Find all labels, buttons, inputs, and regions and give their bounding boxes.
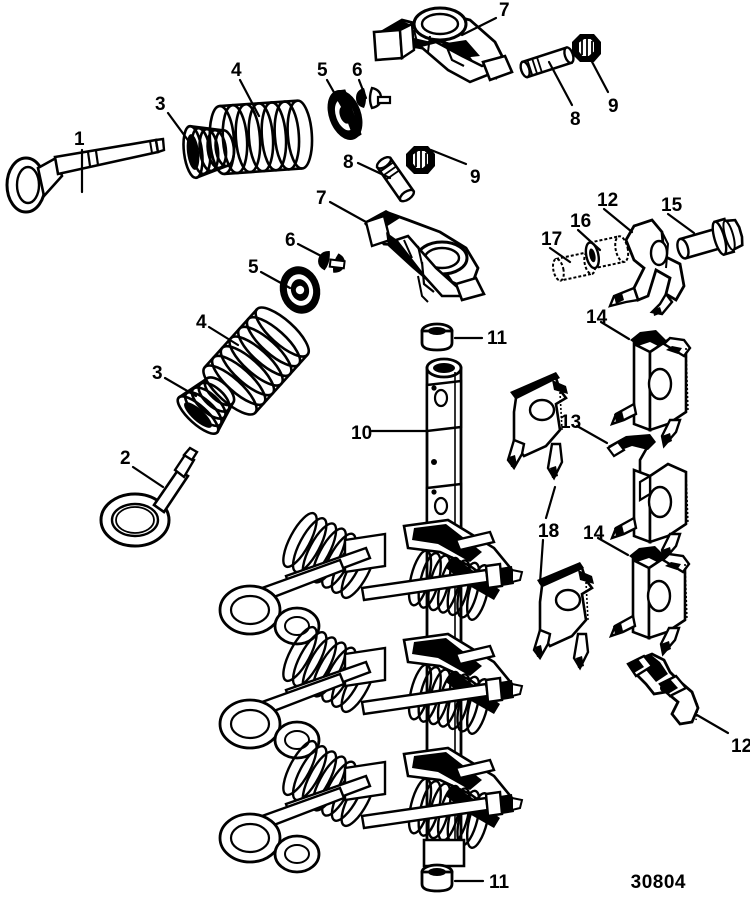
part-11-shaft-plug-upper — [420, 322, 454, 352]
leader-line-4 — [207, 325, 240, 347]
callout-number-7: 7 — [499, 0, 510, 21]
callout-number-16: 16 — [570, 211, 592, 232]
part-11-shaft-plug-lower — [420, 863, 454, 893]
leader-line-16 — [576, 228, 602, 252]
leader-line-18 — [544, 485, 557, 520]
leader-line-14 — [596, 536, 630, 557]
leader-line-12 — [695, 713, 730, 735]
callout-number-4: 4 — [196, 312, 207, 333]
callout-number-12: 12 — [731, 736, 750, 757]
callout-number-9: 9 — [608, 96, 619, 117]
leader-line-18 — [538, 538, 545, 585]
callout-number-6: 6 — [285, 230, 296, 251]
leader-line-15 — [666, 212, 696, 235]
part-13-spring-clip-center — [606, 434, 689, 563]
leader-line-13 — [575, 424, 609, 445]
part-8-adjusting-screw-upper — [519, 45, 575, 79]
valve-stack-3 — [218, 739, 524, 874]
part-9-lock-nut-lower — [406, 146, 435, 174]
callout-number-17: 17 — [541, 229, 563, 250]
valve-stack-2 — [218, 625, 524, 760]
callout-number-5: 5 — [248, 257, 259, 278]
part-5-retainer-upper — [327, 89, 363, 141]
part-16-bushing-outer — [584, 235, 630, 270]
callout-number-4: 4 — [231, 60, 242, 81]
leader-line-5 — [325, 78, 346, 112]
leader-line-5 — [259, 270, 292, 290]
callout-number-18: 18 — [538, 521, 560, 542]
callout-number-18: 18 — [538, 521, 560, 542]
callout-number-6: 6 — [352, 60, 363, 81]
leader-line-6 — [357, 78, 368, 100]
callout-number-13: 13 — [560, 412, 582, 433]
part-7-rocker-arm-lower — [363, 210, 486, 303]
leader-line-4 — [238, 78, 261, 118]
part-12-rocker-bracket-lower — [626, 652, 700, 726]
part-18-spring-plate-lower — [532, 562, 594, 671]
part-12-rocker-bracket-upper — [608, 218, 686, 316]
part-1-valve-upper — [5, 137, 166, 214]
assembled-valve-train — [218, 511, 524, 874]
callout-number-8: 8 — [343, 152, 354, 173]
leader-line-7 — [328, 200, 368, 224]
valve-stack-1 — [218, 511, 524, 646]
callout-number-3: 3 — [155, 94, 166, 115]
leader-line-14 — [599, 320, 631, 341]
callout-number-12: 12 — [597, 190, 619, 211]
part-6-valve-keepers-lower — [318, 251, 346, 273]
part-5-retainer-lower — [279, 266, 321, 314]
callout-number-11: 11 — [489, 872, 510, 893]
leader-line-7 — [460, 16, 498, 37]
callout-number-10: 10 — [351, 423, 373, 444]
callout-number-3: 3 — [152, 363, 163, 384]
part-4-valve-spring-lower — [195, 299, 317, 423]
part-2-valve-lower — [99, 446, 199, 548]
part-14-spring-clip-upper — [609, 330, 692, 449]
callout-leader-lines — [80, 16, 730, 883]
part-18-spring-plate-upper — [506, 372, 568, 481]
leader-line-3 — [163, 376, 198, 398]
callout-number-7: 7 — [316, 188, 327, 209]
callout-number-15: 15 — [661, 195, 683, 216]
leader-line-6 — [296, 242, 327, 260]
leader-line-9 — [588, 56, 610, 94]
callout-number-1: 1 — [74, 129, 85, 150]
part-6-valve-keepers-upper — [356, 86, 392, 110]
leader-line-17 — [548, 246, 572, 264]
diagram-part-number: 30804 — [630, 872, 686, 893]
part-15-shoulder-bolt — [676, 217, 744, 260]
part-7-rocker-arm-upper — [372, 6, 514, 84]
leader-line-8 — [547, 60, 574, 107]
part-14-spring-clip-lower — [608, 546, 691, 657]
leader-line-2 — [131, 465, 165, 489]
leader-line-8 — [356, 161, 392, 180]
callout-number-8: 8 — [570, 109, 581, 130]
leader-line-12 — [602, 207, 634, 234]
callout-number-11: 11 — [487, 328, 508, 349]
leader-line-3 — [166, 111, 192, 145]
leader-line-9 — [429, 148, 468, 166]
callout-number-9: 9 — [470, 167, 481, 188]
callout-number-14: 14 — [586, 307, 608, 328]
callout-number-14: 14 — [583, 523, 605, 544]
part-9-lock-nut-upper — [572, 34, 601, 62]
callout-number-5: 5 — [317, 60, 328, 81]
callout-number-2: 2 — [120, 448, 131, 469]
